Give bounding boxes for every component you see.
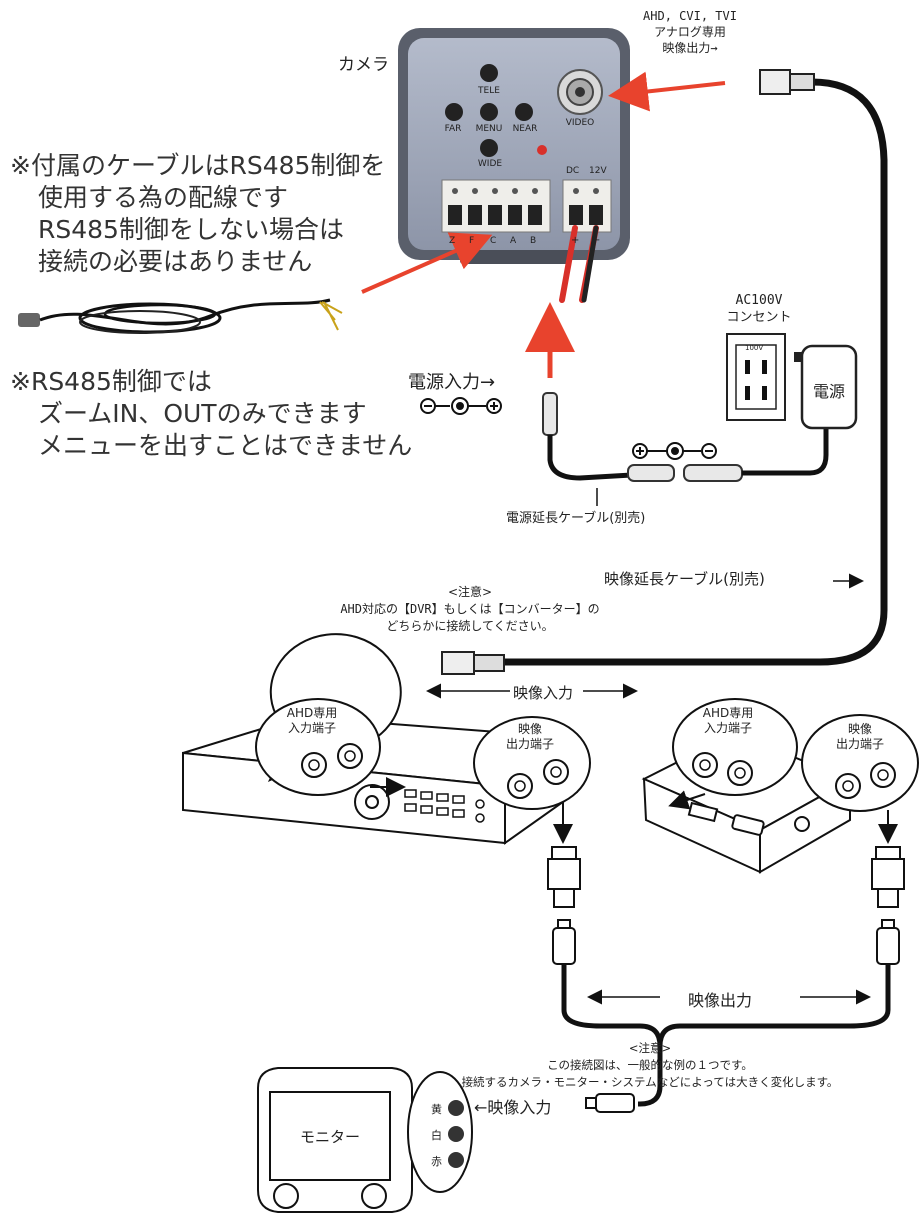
caution2: <注意> この接続図は、一般的な例の１つです。 接続するカメラ・モニター・システ… [380, 1040, 920, 1091]
dvr-input-bubble-text: AHD専用 入力端子 [276, 706, 348, 736]
caution2-line2: 接続するカメラ・モニター・システムなどによっては大きく変化します。 [461, 1075, 839, 1089]
video-ext-label: 映像延長ケーブル(別売) [604, 570, 765, 588]
near-label: NEAR [512, 124, 538, 134]
converter-output-bubble-text: 映像 出力端子 [826, 722, 894, 752]
cable-note-line1: ※付属のケーブルはRS485制御を [10, 151, 386, 180]
terminal-a: A [510, 236, 517, 246]
cable-note-line3: RS485制御をしない場合は [38, 215, 344, 244]
cable-note-line4: 接続の必要はありません [38, 247, 313, 276]
video-output-label: 映像出力 [682, 987, 759, 1011]
rs485-note-line2: ズームIN、OUTのみできます [38, 399, 367, 428]
monitor-jacks-bubble [407, 1071, 473, 1193]
red-arrow-rs485 [361, 232, 493, 294]
power-ext-label: 電源延長ケーブル(別売) [506, 511, 646, 526]
dvr-input-line1: AHD専用 [286, 706, 338, 720]
terminal-b: B [530, 236, 537, 246]
converter-output-bubble [801, 714, 919, 812]
plus-label: + [571, 235, 580, 246]
monitor-input-label: ←映像入力 [474, 1098, 552, 1117]
power-adapter [794, 344, 858, 430]
jack-yellow-label: 黄 [431, 1103, 442, 1116]
rs485-note-line3: メニューを出すことはできません [38, 431, 413, 460]
jack-red-label: 赤 [431, 1155, 442, 1168]
video-out-line2: アナログ専用 [654, 25, 726, 39]
video-port-label: VIDEO [565, 118, 595, 128]
menu-label: MENU [475, 124, 503, 134]
far-label: FAR [444, 124, 462, 134]
bnc-plug-top [759, 69, 815, 95]
video-out-line3: 映像出力→ [662, 41, 718, 55]
wide-label: WIDE [477, 159, 503, 169]
caution1-title: <注意> [447, 585, 493, 599]
video-out-note: AHD, CVI, TVI アナログ専用 映像出力→ [630, 8, 750, 56]
caution1-line1: AHD対応の【DVR】もしくは【コンバーター】の [340, 602, 600, 616]
camera-label: カメラ [338, 55, 389, 75]
caution2-line1: この接続図は、一般的な例の１つです。 [547, 1058, 753, 1072]
dvr-output-line2: 出力端子 [505, 737, 554, 751]
minus-label: − [592, 235, 601, 246]
cable-note: ※付属のケーブルはRS485制御を 使用する為の配線です RS485制御をしない… [10, 150, 385, 278]
adapter-label: 電源 [812, 382, 845, 401]
power-input-label: 電源入力→ [408, 372, 496, 393]
red-arrow-video [608, 71, 726, 112]
power-terminal-block [562, 179, 612, 233]
status-led [537, 145, 547, 155]
video-out-line1: AHD, CVI, TVI [643, 9, 737, 23]
outlet-line2: コンセント [726, 310, 792, 325]
converter-input-bubble-text: AHD専用 入力端子 [692, 706, 764, 736]
rs485-cable-coil [18, 298, 343, 334]
caution1: <注意> AHD対応の【DVR】もしくは【コンバーター】の どちらかに接続してく… [270, 584, 670, 635]
rs485-note: ※RS485制御では ズームIN、OUTのみできます メニューを出すことはできま… [10, 366, 412, 462]
dvr-input-line2: 入力端子 [287, 721, 336, 735]
outlet-plate-label: 100V [745, 344, 764, 352]
dvr-output-bubble [473, 716, 591, 810]
converter-bnc-rca-adapter [871, 846, 905, 965]
polarity-symbol-right [632, 442, 717, 460]
power-extension-cable [542, 392, 829, 506]
rs485-note-line1: ※RS485制御では [10, 367, 212, 396]
monitor-unit [257, 1067, 413, 1213]
monitor-rca-plug [585, 1093, 635, 1113]
dc-label: DC [566, 166, 580, 176]
dvr-bnc-rca-adapter [547, 846, 581, 965]
bnc-plug-bottom [441, 651, 505, 675]
converter-input-bubble [672, 698, 798, 796]
rs485-terminal-block [441, 179, 551, 233]
outlet-label: AC100V コンセント [714, 292, 804, 326]
dvr-output-bubble-text: 映像 出力端子 [498, 722, 562, 752]
terminal-z: Z [449, 236, 456, 246]
outlet-line1: AC100V [735, 293, 783, 308]
jack-white-label: 白 [431, 1129, 442, 1142]
caution1-line2: どちらかに接続してください。 [386, 619, 554, 633]
tele-label: TELE [478, 86, 500, 96]
converter-output-line2: 出力端子 [835, 737, 884, 751]
wall-outlet [726, 333, 786, 421]
camera-bnc-port [557, 69, 603, 115]
12v-label: 12V [589, 166, 607, 176]
polarity-symbol-left [420, 397, 502, 415]
converter-output-line1: 映像 [847, 722, 872, 736]
converter-input-line1: AHD専用 [702, 706, 754, 720]
dvr-input-bubble [255, 633, 402, 796]
video-extension-cable [505, 78, 888, 666]
converter-input-line2: 入力端子 [703, 721, 752, 735]
monitor-label: モニター [299, 1128, 360, 1146]
dvr-output-line1: 映像 [517, 722, 542, 736]
video-input-label: 映像入力 [513, 684, 574, 702]
terminal-f: F [469, 236, 475, 246]
cable-note-line2: 使用する為の配線です [38, 183, 289, 212]
caution2-title: <注意> [628, 1041, 672, 1055]
terminal-c: C [490, 236, 497, 246]
camera-buttons [445, 64, 533, 157]
